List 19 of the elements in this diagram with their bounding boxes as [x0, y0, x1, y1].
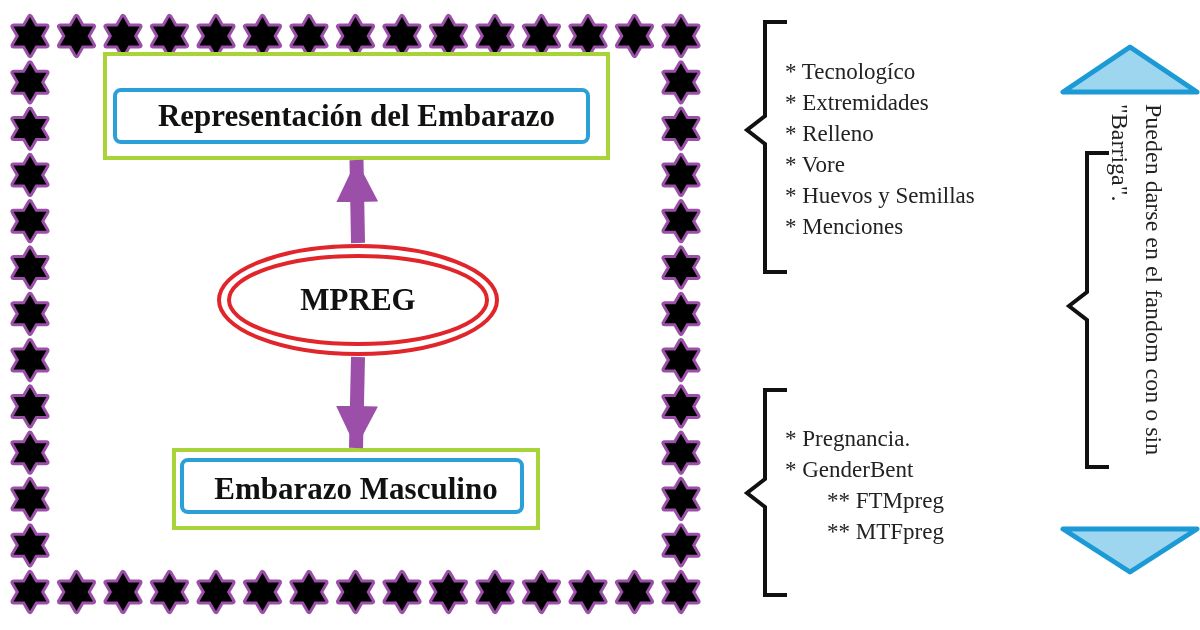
note-text: Pueden darse en el fandom con o sin "Barriga". — [1106, 104, 1168, 458]
list-item: ** FTMpreg — [827, 489, 944, 512]
list-item: * Tecnologíco — [785, 60, 916, 83]
list-item: * Huevos y Semillas — [785, 184, 975, 207]
list-item: * Vore — [785, 153, 845, 176]
list-item: * Menciones — [785, 215, 904, 238]
node-title: Representación del Embarazo — [157, 98, 556, 134]
node-title: MPREG — [300, 282, 416, 318]
title-box — [103, 52, 610, 160]
node-title: Embarazo Masculino — [214, 471, 498, 507]
arrow — [335, 356, 378, 449]
center-ellipse — [216, 243, 500, 357]
list-item: * Extremidades — [785, 91, 929, 114]
title-box — [172, 448, 540, 530]
list-item: * Pregnancia. — [785, 427, 911, 450]
arrow — [336, 159, 379, 244]
list-item: * GenderBent — [785, 458, 914, 481]
list-item: ** MTFpreg — [827, 520, 944, 543]
list-item: * Relleno — [785, 122, 874, 145]
